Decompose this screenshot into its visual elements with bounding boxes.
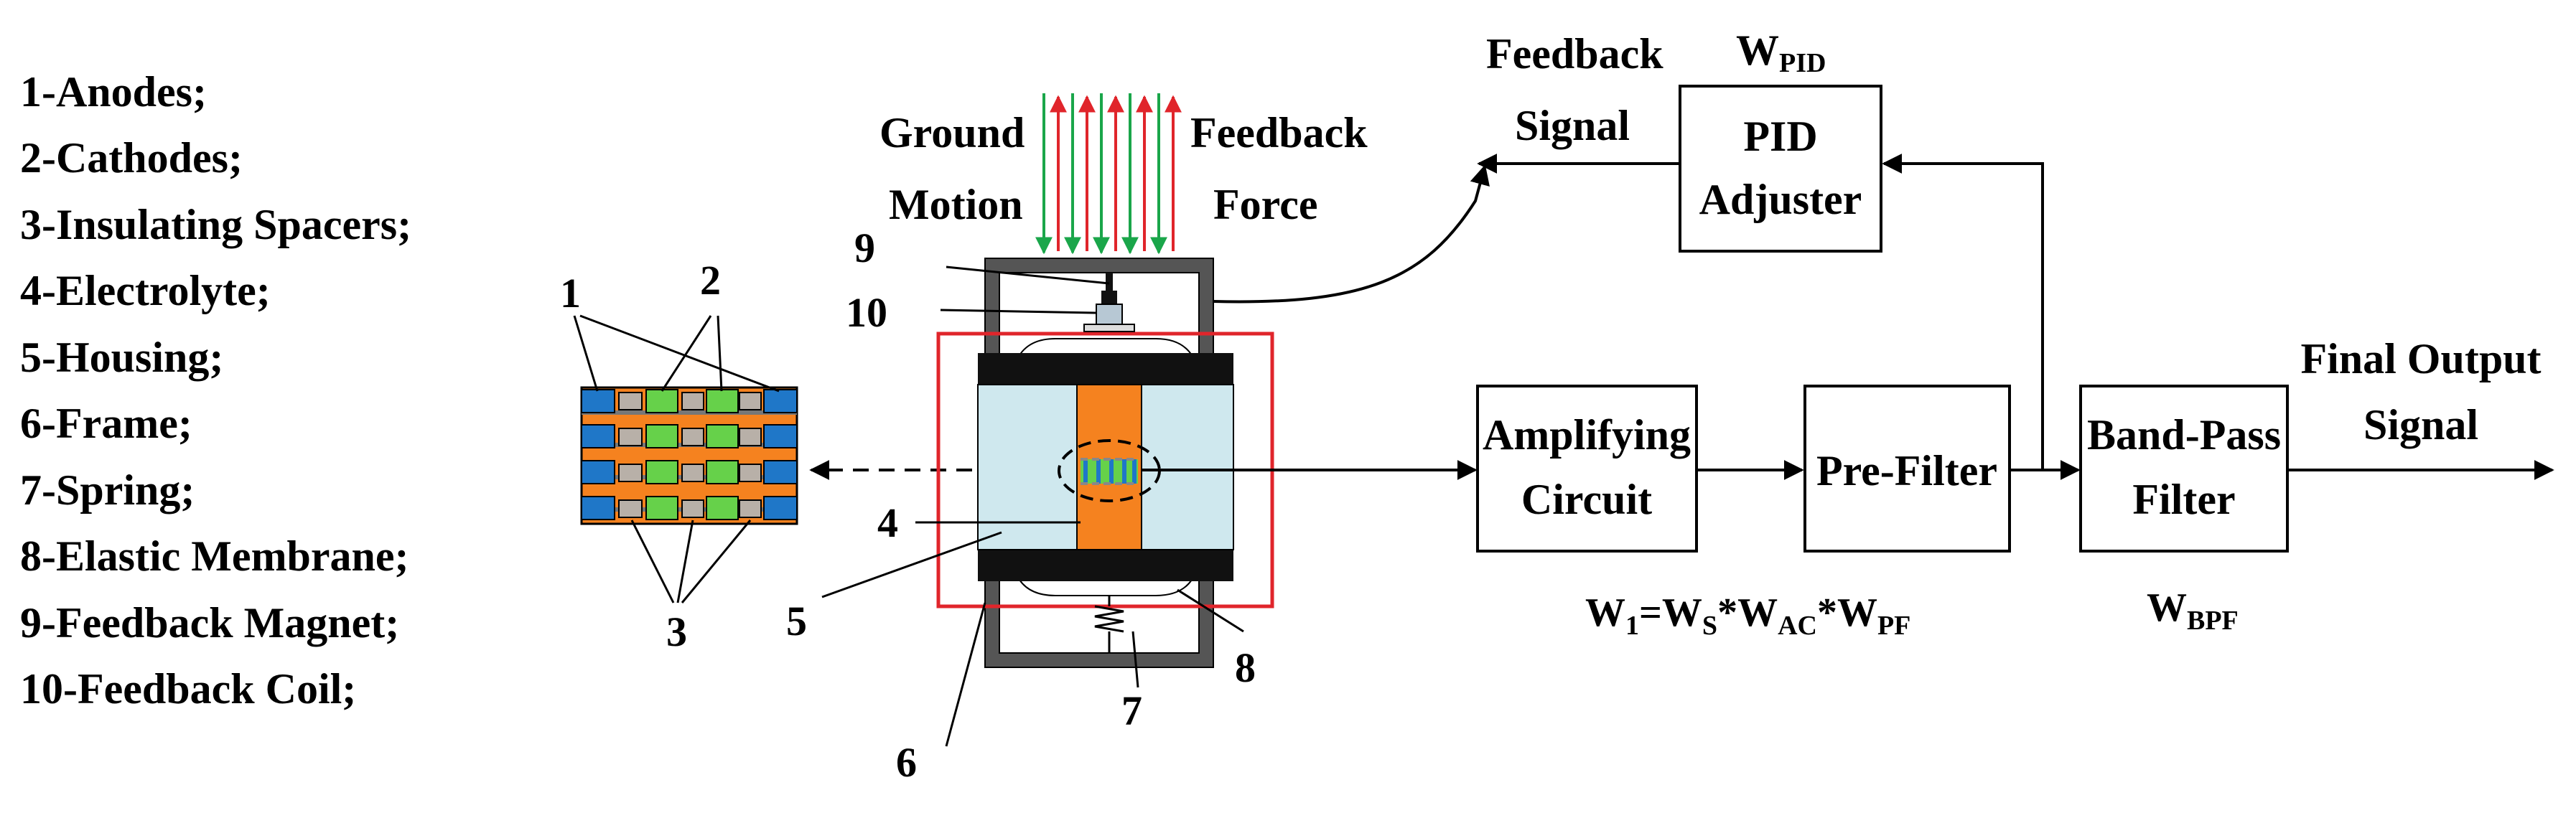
- pid-weight: WPID: [1736, 27, 1826, 78]
- prefilter-label: Pre-Filter: [1816, 447, 1997, 494]
- force-arrows: Ground Motion Feedback Force: [879, 93, 1368, 255]
- legend-item-elastic-membrane: 8-Elastic Membrane;: [20, 532, 409, 580]
- legend-item-spring: 7-Spring;: [20, 466, 195, 514]
- pid-adjuster-box: [1679, 85, 1882, 253]
- pid-block: WPID PID Adjuster: [1679, 27, 1882, 253]
- band-pass-filter-box: [2079, 385, 2289, 553]
- part-number-5: 5: [786, 598, 807, 644]
- part-number-1: 1: [560, 270, 581, 316]
- top-plate: [978, 353, 1233, 385]
- part-number-4: 4: [877, 499, 898, 546]
- insulating-spacers: [618, 392, 762, 518]
- final-output-label-line2: Signal: [2363, 401, 2478, 448]
- feedback-signal-label-line1: Feedback: [1486, 30, 1663, 77]
- bandpass-label-line1: Band-Pass: [2087, 411, 2281, 459]
- amplifying-circuit-box: [1476, 385, 1698, 553]
- legend-item-feedback-magnet: 9-Feedback Magnet;: [20, 599, 399, 647]
- part-leader-lines: [821, 265, 1244, 747]
- sensor-assembly: 4 5 6 7 8 9 10: [786, 225, 1274, 786]
- prefilter-block: Pre-Filter: [1803, 385, 2011, 553]
- feedback-coil: [1096, 304, 1123, 325]
- pid-label-line1: PID: [1743, 113, 1817, 160]
- ground-motion-label-line1: Ground: [879, 109, 1025, 156]
- legend-item-cathodes: 2-Cathodes;: [20, 134, 243, 182]
- legend-item-electrolyte: 4-Electrolyte;: [20, 267, 271, 314]
- final-output-label-line1: Final Output: [2300, 335, 2541, 382]
- cathodes: [645, 389, 739, 520]
- legend-item-anodes: 1-Anodes;: [20, 68, 207, 116]
- feedback-magnet: [1101, 291, 1117, 306]
- detail-leader-lines: [573, 314, 780, 603]
- legend-item-frame: 6-Frame;: [20, 400, 192, 447]
- bandpass-label-line2: Filter: [2132, 476, 2235, 523]
- feedback-force-label-line1: Feedback: [1190, 109, 1368, 156]
- part-number-10: 10: [846, 289, 887, 336]
- prefilter-to-pid-arrow: [1882, 154, 2044, 470]
- part-number-3: 3: [666, 608, 687, 655]
- bottom-plate: [978, 550, 1233, 581]
- elastic-membrane-top: [1018, 338, 1193, 356]
- spring: [1094, 596, 1124, 653]
- pid-label-line2: Adjuster: [1699, 176, 1862, 223]
- feedback-force-label-line2: Force: [1213, 181, 1317, 228]
- bandpass-block: Band-Pass Filter: [2079, 385, 2289, 553]
- legend-item-housing: 5-Housing;: [20, 334, 223, 381]
- legend-list: 1-Anodes; 2-Cathodes; 3-Insulating Space…: [20, 68, 411, 713]
- part-number-2: 2: [700, 257, 721, 304]
- part-number-8: 8: [1235, 644, 1256, 691]
- anodes: [581, 389, 798, 520]
- feedback-signal-label-line2: Signal: [1515, 102, 1630, 149]
- legend-item-feedback-coil: 10-Feedback Coil;: [20, 665, 356, 713]
- feedback-signal-curve: [1213, 164, 1490, 304]
- formula-w1: W1=WS*WAC*WPF: [1585, 591, 1910, 641]
- amplifying-label-line2: Circuit: [1521, 476, 1652, 523]
- part-number-9: 9: [854, 225, 875, 271]
- ground-motion-label-line2: Motion: [889, 181, 1023, 228]
- amplifying-block: Amplifying Circuit: [1476, 385, 1698, 553]
- formula-wbpf: WBPF: [2147, 586, 2239, 636]
- amplifying-label-line1: Amplifying: [1483, 411, 1691, 459]
- part-number-7: 7: [1121, 687, 1142, 734]
- part-number-6: 6: [896, 739, 917, 786]
- elastic-membrane-bottom: [1018, 579, 1193, 596]
- legend-item-insulating-spacers: 3-Insulating Spacers;: [20, 201, 411, 248]
- inner-electrode-stack: [1081, 458, 1138, 485]
- electrode-stack-detail: 1 2 3: [560, 257, 798, 655]
